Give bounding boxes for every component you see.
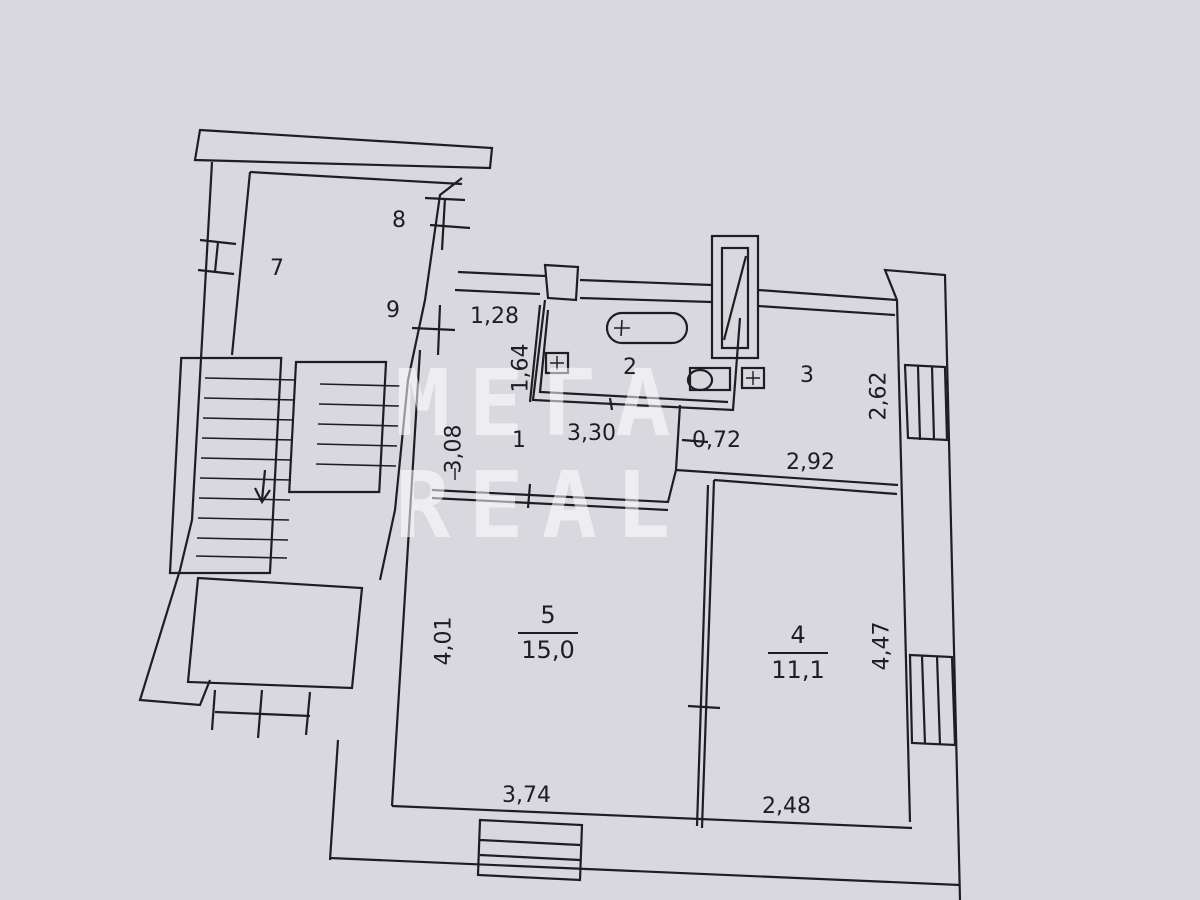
apartment-bottom-wall	[391, 804, 913, 830]
stair-steps	[195, 377, 401, 559]
window-room4	[908, 653, 957, 747]
apartment-top-wall-inner	[454, 288, 896, 317]
bathtub-tap	[614, 319, 630, 337]
apartment-left-outer	[328, 739, 340, 861]
room-number-8: 8	[392, 208, 406, 233]
partition-door	[687, 704, 721, 710]
bathroom-inner	[538, 309, 729, 404]
stair-inner-left-wall	[230, 171, 252, 356]
dim-2-92: 2,92	[786, 450, 835, 475]
watermark-line-2: REAL	[395, 452, 689, 559]
stair-flight-left	[168, 356, 283, 575]
dim-3-74: 3,74	[502, 783, 551, 808]
bathtub	[605, 311, 689, 345]
vent-shaft-diagonal	[722, 255, 748, 341]
vent-shaft-inner	[720, 246, 750, 350]
room-5-label: 5 15,0	[518, 601, 578, 664]
room-4-number: 4	[768, 621, 828, 654]
room-5-number: 5	[518, 601, 578, 634]
dim-0-72: 0,72	[692, 428, 741, 453]
bathroom-outline	[543, 263, 580, 302]
dim-4-01: 4,01	[431, 616, 457, 666]
room-number-7: 7	[270, 256, 284, 281]
sink-left-cross	[550, 356, 564, 370]
stair-left-outer-wall	[138, 161, 214, 707]
apartment-left-wall	[390, 349, 422, 807]
stair-arrow	[254, 469, 271, 505]
hall-bottom-wall-2	[431, 496, 669, 512]
bathroom-walls	[528, 299, 742, 412]
apartment-right-wall-inner	[895, 299, 912, 823]
room-number-2: 2	[623, 355, 637, 380]
stair-flight-right	[288, 360, 388, 494]
stair-window-left	[197, 238, 237, 276]
room-4-label: 4 11,1	[768, 621, 828, 684]
dim-2-48: 2,48	[762, 794, 811, 819]
dim-1-64: 1,64	[508, 343, 534, 393]
toilet	[686, 368, 714, 392]
kitchen-bottom-wall	[675, 468, 899, 496]
watermark-line-1: МЕГА	[395, 350, 689, 457]
window-room5	[476, 818, 584, 882]
stair-window-right-8	[424, 196, 471, 251]
hall-bottom-wall	[431, 404, 682, 504]
room-5-area: 15,0	[521, 635, 575, 664]
dim-3-08: 3,08	[441, 424, 467, 474]
sink-right-cross	[746, 371, 760, 385]
stair-right-wall	[378, 177, 463, 581]
stair-top-wall	[249, 170, 463, 186]
dim-4-47: 4,47	[869, 621, 895, 671]
sink-right	[740, 366, 766, 390]
entry-block	[186, 576, 364, 690]
dim-1-28: 1,28	[470, 304, 519, 329]
apartment-right-wall	[883, 268, 962, 900]
entry-door	[210, 689, 312, 739]
sink-left	[544, 351, 570, 375]
dim-2-62: 2,62	[866, 371, 892, 421]
stair-block-outline	[193, 128, 494, 170]
room-4-area: 11,1	[771, 655, 825, 684]
dim-3-30: 3,30	[567, 421, 616, 446]
window-kitchen	[903, 363, 949, 442]
apartment-top-wall	[457, 270, 898, 302]
room-number-1: 1	[512, 428, 526, 453]
hall-door-marks	[526, 397, 709, 509]
room-number-9: 9	[386, 298, 400, 323]
partition-4-5	[695, 479, 716, 829]
vent-shaft	[710, 234, 760, 360]
apartment-outer-bottom	[329, 856, 961, 887]
stair-window-right-9	[411, 304, 456, 356]
toilet-tank	[688, 366, 732, 392]
room-number-3: 3	[800, 363, 814, 388]
